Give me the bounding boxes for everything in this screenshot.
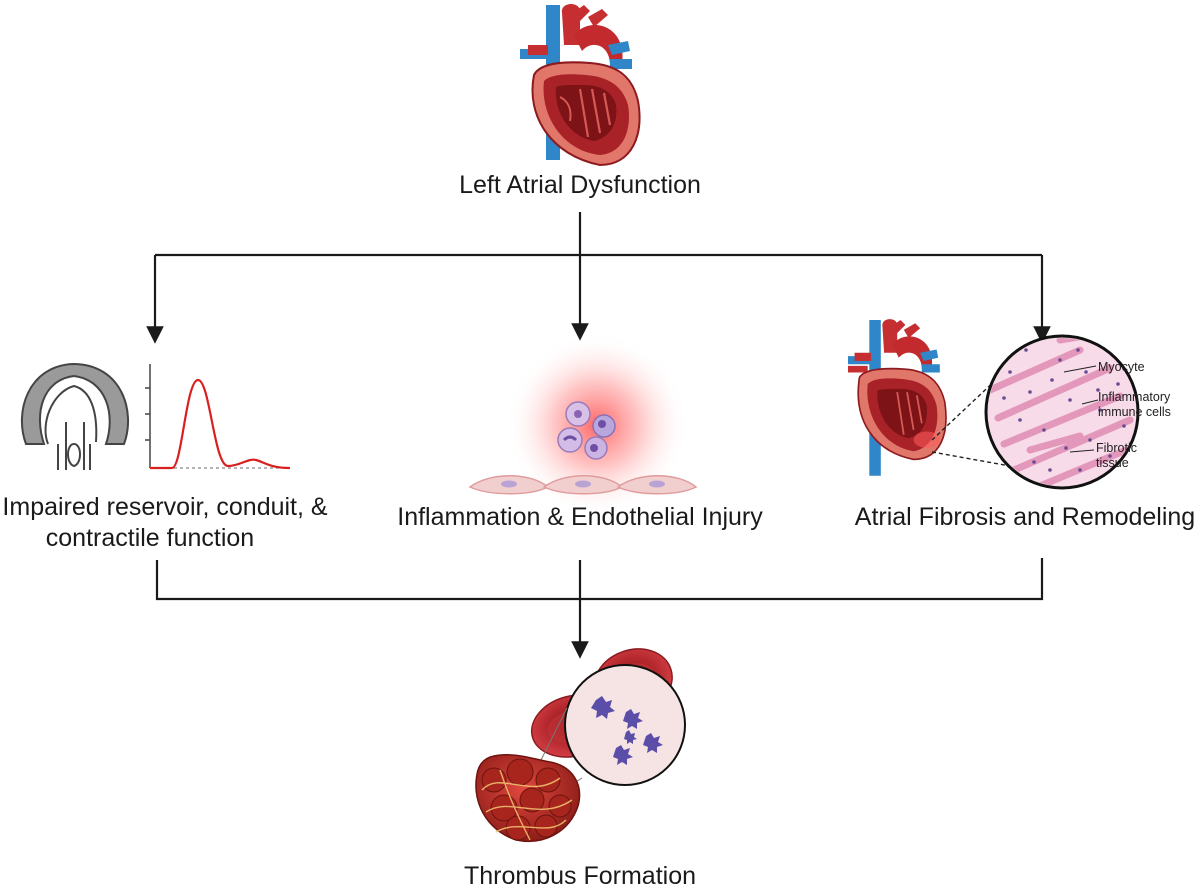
node-inflammation: Inflammation & Endothelial Injury [397,503,763,531]
strain-curve [150,378,291,470]
merge-line-left [155,558,1044,601]
histology-magnifier [984,334,1140,490]
immune-cell-icon [565,401,591,427]
node-thrombus-formation: Thrombus Formation [464,862,696,887]
thrombus-illustration [475,648,686,842]
leader-myocyte [1063,365,1097,373]
leader-inflammatory [1081,399,1099,405]
endothelial-cell-layer [468,475,698,495]
immune-cell-icon [584,436,608,460]
inflammation-illustration [468,333,698,517]
blood-clot-icon [475,753,581,842]
strain-curve-plot [145,364,291,470]
node-atrial-fibrosis: Atrial Fibrosis and Remodeling [855,503,1195,531]
label-inflammatory-line1: Inflammatory [1098,390,1171,404]
heart-icon [848,319,947,476]
label-inflammatory-line2: immune cells [1098,405,1171,419]
heart-icon [520,4,641,167]
node-left-atrial-dysfunction: Left Atrial Dysfunction [459,171,701,199]
node-impaired-function-line1: Impaired reservoir, conduit, & [2,493,327,521]
label-fibrotic-line2: tissue [1096,456,1129,470]
zoom-lines [931,375,1011,467]
immune-cell-icon [557,427,583,453]
label-fibrotic-line1: Fibrotic [1096,441,1137,455]
label-myocyte: Myocyte [1098,360,1145,374]
connectors [146,212,1051,659]
platelet-magnifier [564,664,686,786]
immune-cell-icon [592,414,616,438]
atrium-outline-icon [20,362,129,470]
node-impaired-function-line2: contractile function [46,524,254,552]
leader-fibrotic [1069,449,1095,453]
